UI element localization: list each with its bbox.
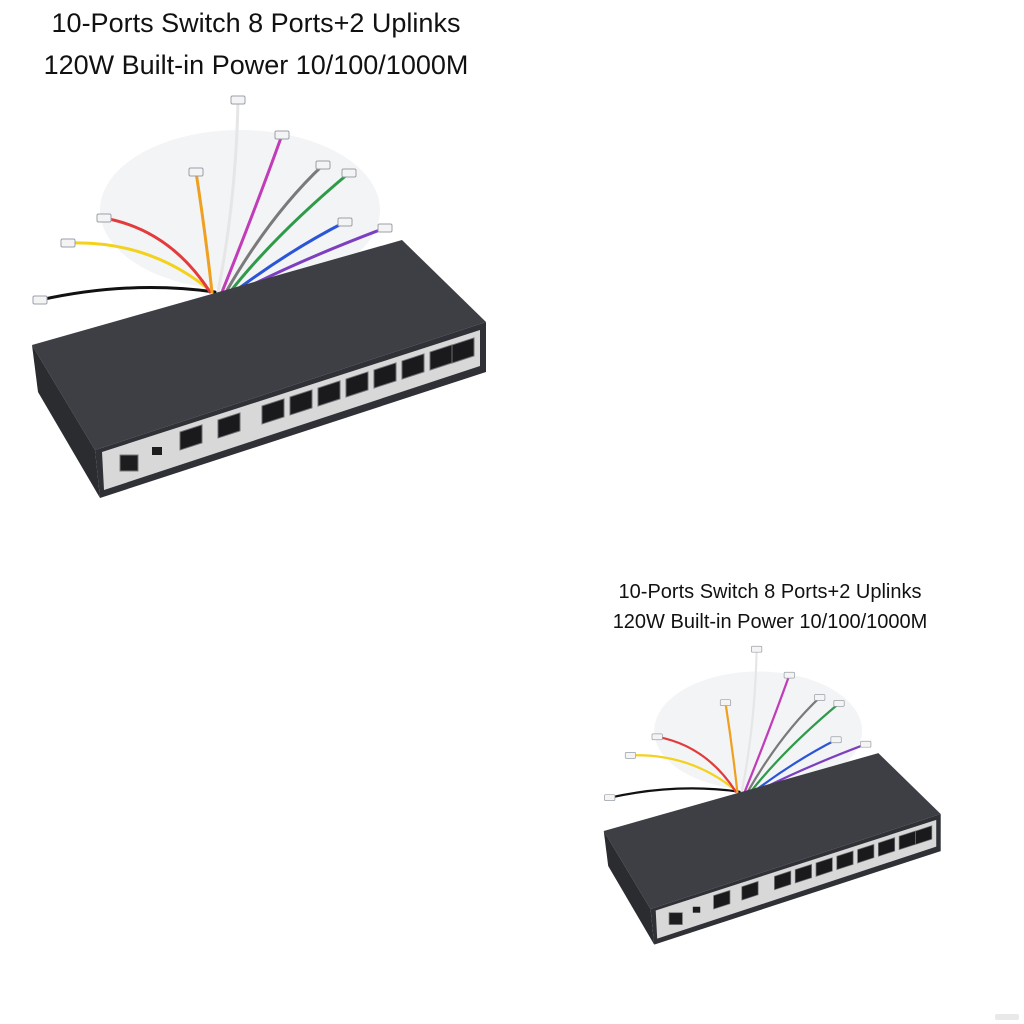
switch-top-surface [32, 240, 486, 450]
small-ethernet-cable [749, 702, 841, 793]
small-ethernet-cable [608, 787, 741, 799]
ethernet-port-icon [373, 362, 397, 389]
small-ethernet-cable [629, 754, 739, 793]
ethernet-port-icon [345, 371, 369, 398]
ethernet-port-icon [317, 380, 341, 407]
rj45-plug-icon [230, 95, 246, 105]
rj45-plug-icon [377, 223, 393, 233]
small-ethernet-cable [743, 674, 791, 793]
network-switch-illustration [32, 95, 486, 498]
small-uplink-port-icon [741, 880, 759, 901]
small-rj45-plug-icon [651, 733, 663, 741]
small-switch-side-panel [603, 831, 655, 945]
small-background-glow [654, 671, 863, 791]
rj45-plug-icon [341, 168, 357, 178]
small-ethernet-port-icon [774, 870, 792, 891]
ethernet-port-icon [261, 398, 285, 425]
rj45-plug-icon [96, 213, 112, 223]
small-rj45-plug-icon [604, 794, 616, 801]
small-ethernet-cable [740, 648, 758, 793]
small-ethernet-cable [752, 738, 838, 793]
rj45-plug-icon [188, 167, 204, 177]
small-rj45-plug-icon [783, 671, 795, 679]
uplink-port-icon [217, 412, 241, 439]
ethernet-port-icon [401, 353, 425, 380]
small-ethernet-cable [746, 696, 821, 793]
rj45-plug-icon [315, 160, 331, 170]
ethernet-cable [38, 286, 217, 302]
small-ethernet-cable [724, 701, 739, 793]
small-ethernet-port-icon [836, 850, 854, 871]
ethernet-cable [220, 133, 284, 294]
small-rj45-plug-icon [751, 645, 763, 653]
power-jack-icon [119, 454, 139, 472]
watermark-mark [995, 1014, 1019, 1020]
dip-switch-icon [152, 447, 162, 455]
uplink-port-icon [179, 424, 203, 451]
small-uplink-port-icon [713, 889, 731, 910]
ethernet-cable [216, 98, 240, 294]
product-title-line-2: 120W Built-in Power 10/100/1000M [43, 50, 469, 80]
small-rj45-plug-icon [830, 736, 842, 744]
small-rj45-plug-icon [814, 694, 826, 701]
small-dip-switch-icon [692, 906, 701, 913]
small-power-jack-icon [668, 912, 683, 925]
ethernet-cable [66, 241, 214, 294]
product-title-line-1-small: 10-Ports Switch 8 Ports+2 Uplinks [618, 581, 922, 603]
small-rj45-plug-icon [860, 740, 872, 748]
network-switch-illustration-small [603, 645, 941, 945]
ethernet-cable [102, 216, 212, 294]
rj45-plug-icon [337, 217, 353, 227]
small-switch-top-surface [603, 753, 941, 909]
small-ethernet-port-icon [815, 857, 833, 877]
background-glow [100, 130, 380, 290]
rj45-plug-icon [32, 295, 48, 305]
small-ethernet-port-icon [877, 837, 896, 857]
ethernet-port-icon [289, 389, 313, 416]
ethernet-cable [194, 170, 214, 294]
small-ethernet-port-icon [857, 843, 875, 864]
small-rj45-plug-icon [719, 699, 732, 706]
small-ethernet-cable [656, 735, 737, 793]
ethernet-cable [228, 171, 351, 294]
product-title-line-2-small: 120W Built-in Power 10/100/1000M [612, 611, 928, 633]
product-panel-small: 10-Ports Switch 8 Ports+2 Uplinks 120W B… [580, 575, 960, 955]
small-ethernet-port-icon [915, 825, 933, 845]
small-ethernet-port-icon [794, 863, 812, 884]
ethernet-cable [232, 220, 347, 294]
rj45-plug-icon [274, 130, 290, 140]
rj45-plug-icon [60, 238, 76, 248]
product-title-line-1: 10-Ports Switch 8 Ports+2 Uplinks [51, 8, 461, 38]
small-rj45-plug-icon [624, 752, 637, 759]
product-panel-large: 10-Ports Switch 8 Ports+2 Uplinks 120W B… [0, 0, 512, 512]
ethernet-cable [224, 163, 325, 294]
ethernet-port-icon [451, 337, 475, 364]
switch-side-panel [32, 345, 100, 498]
small-rj45-plug-icon [833, 700, 845, 707]
